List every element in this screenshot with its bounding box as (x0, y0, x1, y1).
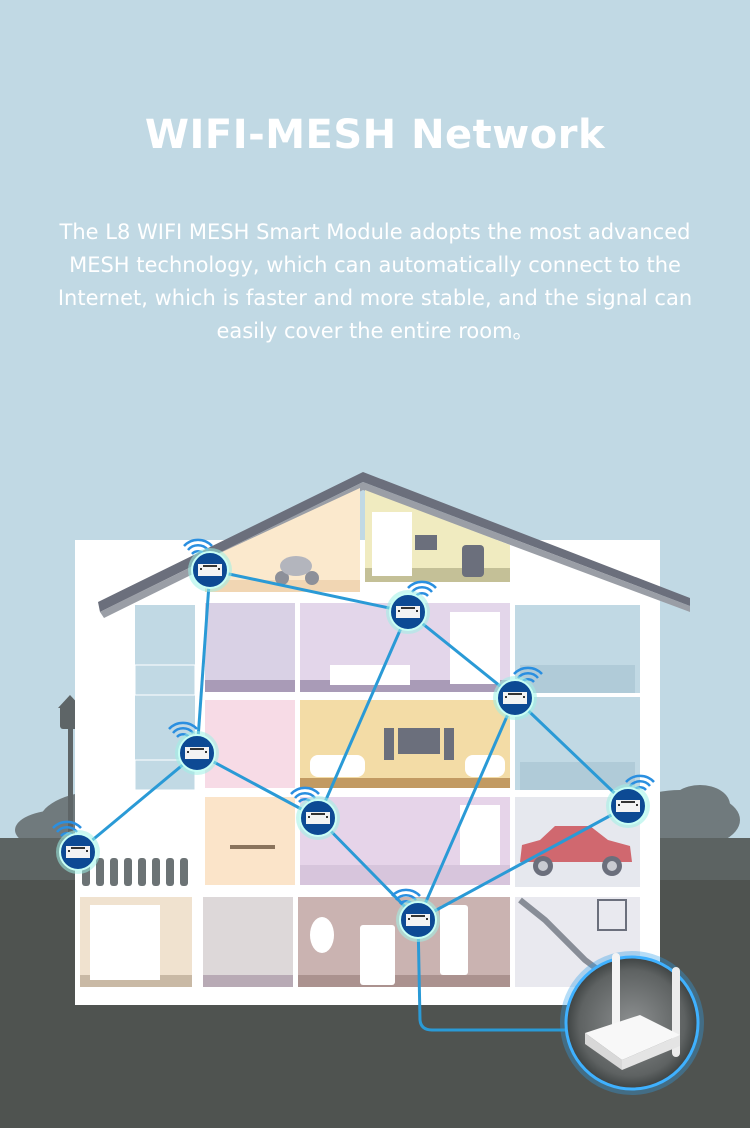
nursery (205, 700, 295, 788)
mesh-links (77, 568, 630, 1032)
wifi-router (560, 951, 704, 1095)
page-title: WIFI-MESH Network (144, 112, 606, 158)
laundry (203, 897, 293, 987)
car (520, 826, 632, 876)
attic-gym (205, 488, 360, 580)
bathroom (205, 603, 295, 691)
page-description: The L8 WIFI MESH Smart Module adopts the… (57, 220, 693, 343)
dining-room (205, 797, 295, 885)
